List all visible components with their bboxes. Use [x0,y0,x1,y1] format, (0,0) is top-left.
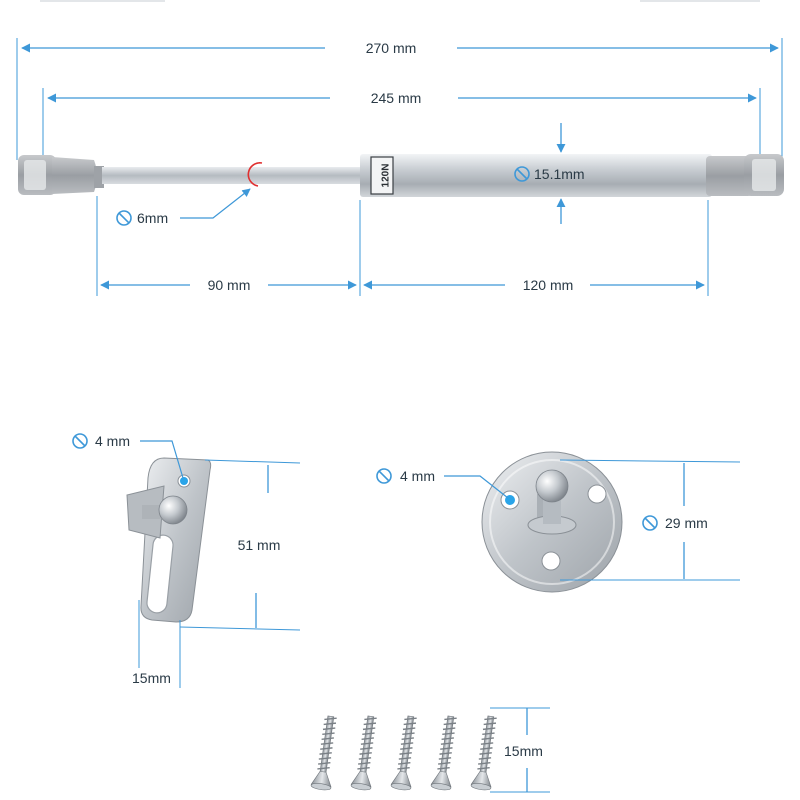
dimension-rod-body-lengths: 90 mm 120 mm [96,196,709,296]
body-length-label: 120 mm [523,277,574,293]
force-label: 120N [381,164,392,188]
diameter-icon [514,166,530,182]
body-diameter-label: 15.1mm [534,166,585,182]
diameter-icon [72,433,88,449]
l-bracket-hole-callout: 4 mm [72,433,184,479]
l-bracket-height-dimension: 51 mm [179,459,301,631]
hole-marker [180,477,188,485]
l-bracket-width-dimension: 15mm [132,600,181,688]
diameter-icon [376,468,392,484]
l-bracket [126,457,212,623]
screw-set [310,715,497,791]
l-bracket-width-label: 15mm [132,670,171,686]
screw [430,715,457,791]
l-bracket-height-label: 51 mm [238,537,281,553]
diameter-icon [116,210,132,226]
l-bracket-hole-label: 4 mm [95,433,130,449]
screw [470,715,497,791]
dimension-center-length: 245 mm [42,88,761,160]
right-end-fitting [706,156,752,196]
screw [390,715,417,791]
rod-diameter-marker [247,162,263,187]
diameter-icon [642,515,658,531]
screw-length-label: 15mm [504,743,543,759]
dimension-body-diameter: 15.1mm [514,123,585,224]
total-length-label: 270 mm [366,40,417,56]
screw [310,715,337,791]
force-label-box [370,156,394,195]
round-bracket-hole-callout: 4 mm [376,468,509,499]
piston-rod [102,167,364,184]
rod-diameter-label: 6mm [137,210,168,226]
round-bracket-diameter-dimension: 29 mm [559,459,741,581]
round-bracket-hole-label: 4 mm [400,468,435,484]
dimension-total-length: 270 mm [16,38,783,160]
center-length-label: 245 mm [371,90,422,106]
slot-hole [146,534,174,614]
ball-stud [535,469,569,503]
round-bracket [481,451,623,593]
screw-length-dimension: 15mm [490,707,550,793]
dimension-rod-diameter: 6mm [116,188,251,226]
gas-spring: 120N [18,154,784,197]
rod-length-label: 90 mm [208,277,251,293]
screw [350,715,377,791]
round-bracket-diameter-label: 29 mm [665,515,708,531]
ball-stud [158,495,188,525]
cylinder-body [360,154,712,197]
